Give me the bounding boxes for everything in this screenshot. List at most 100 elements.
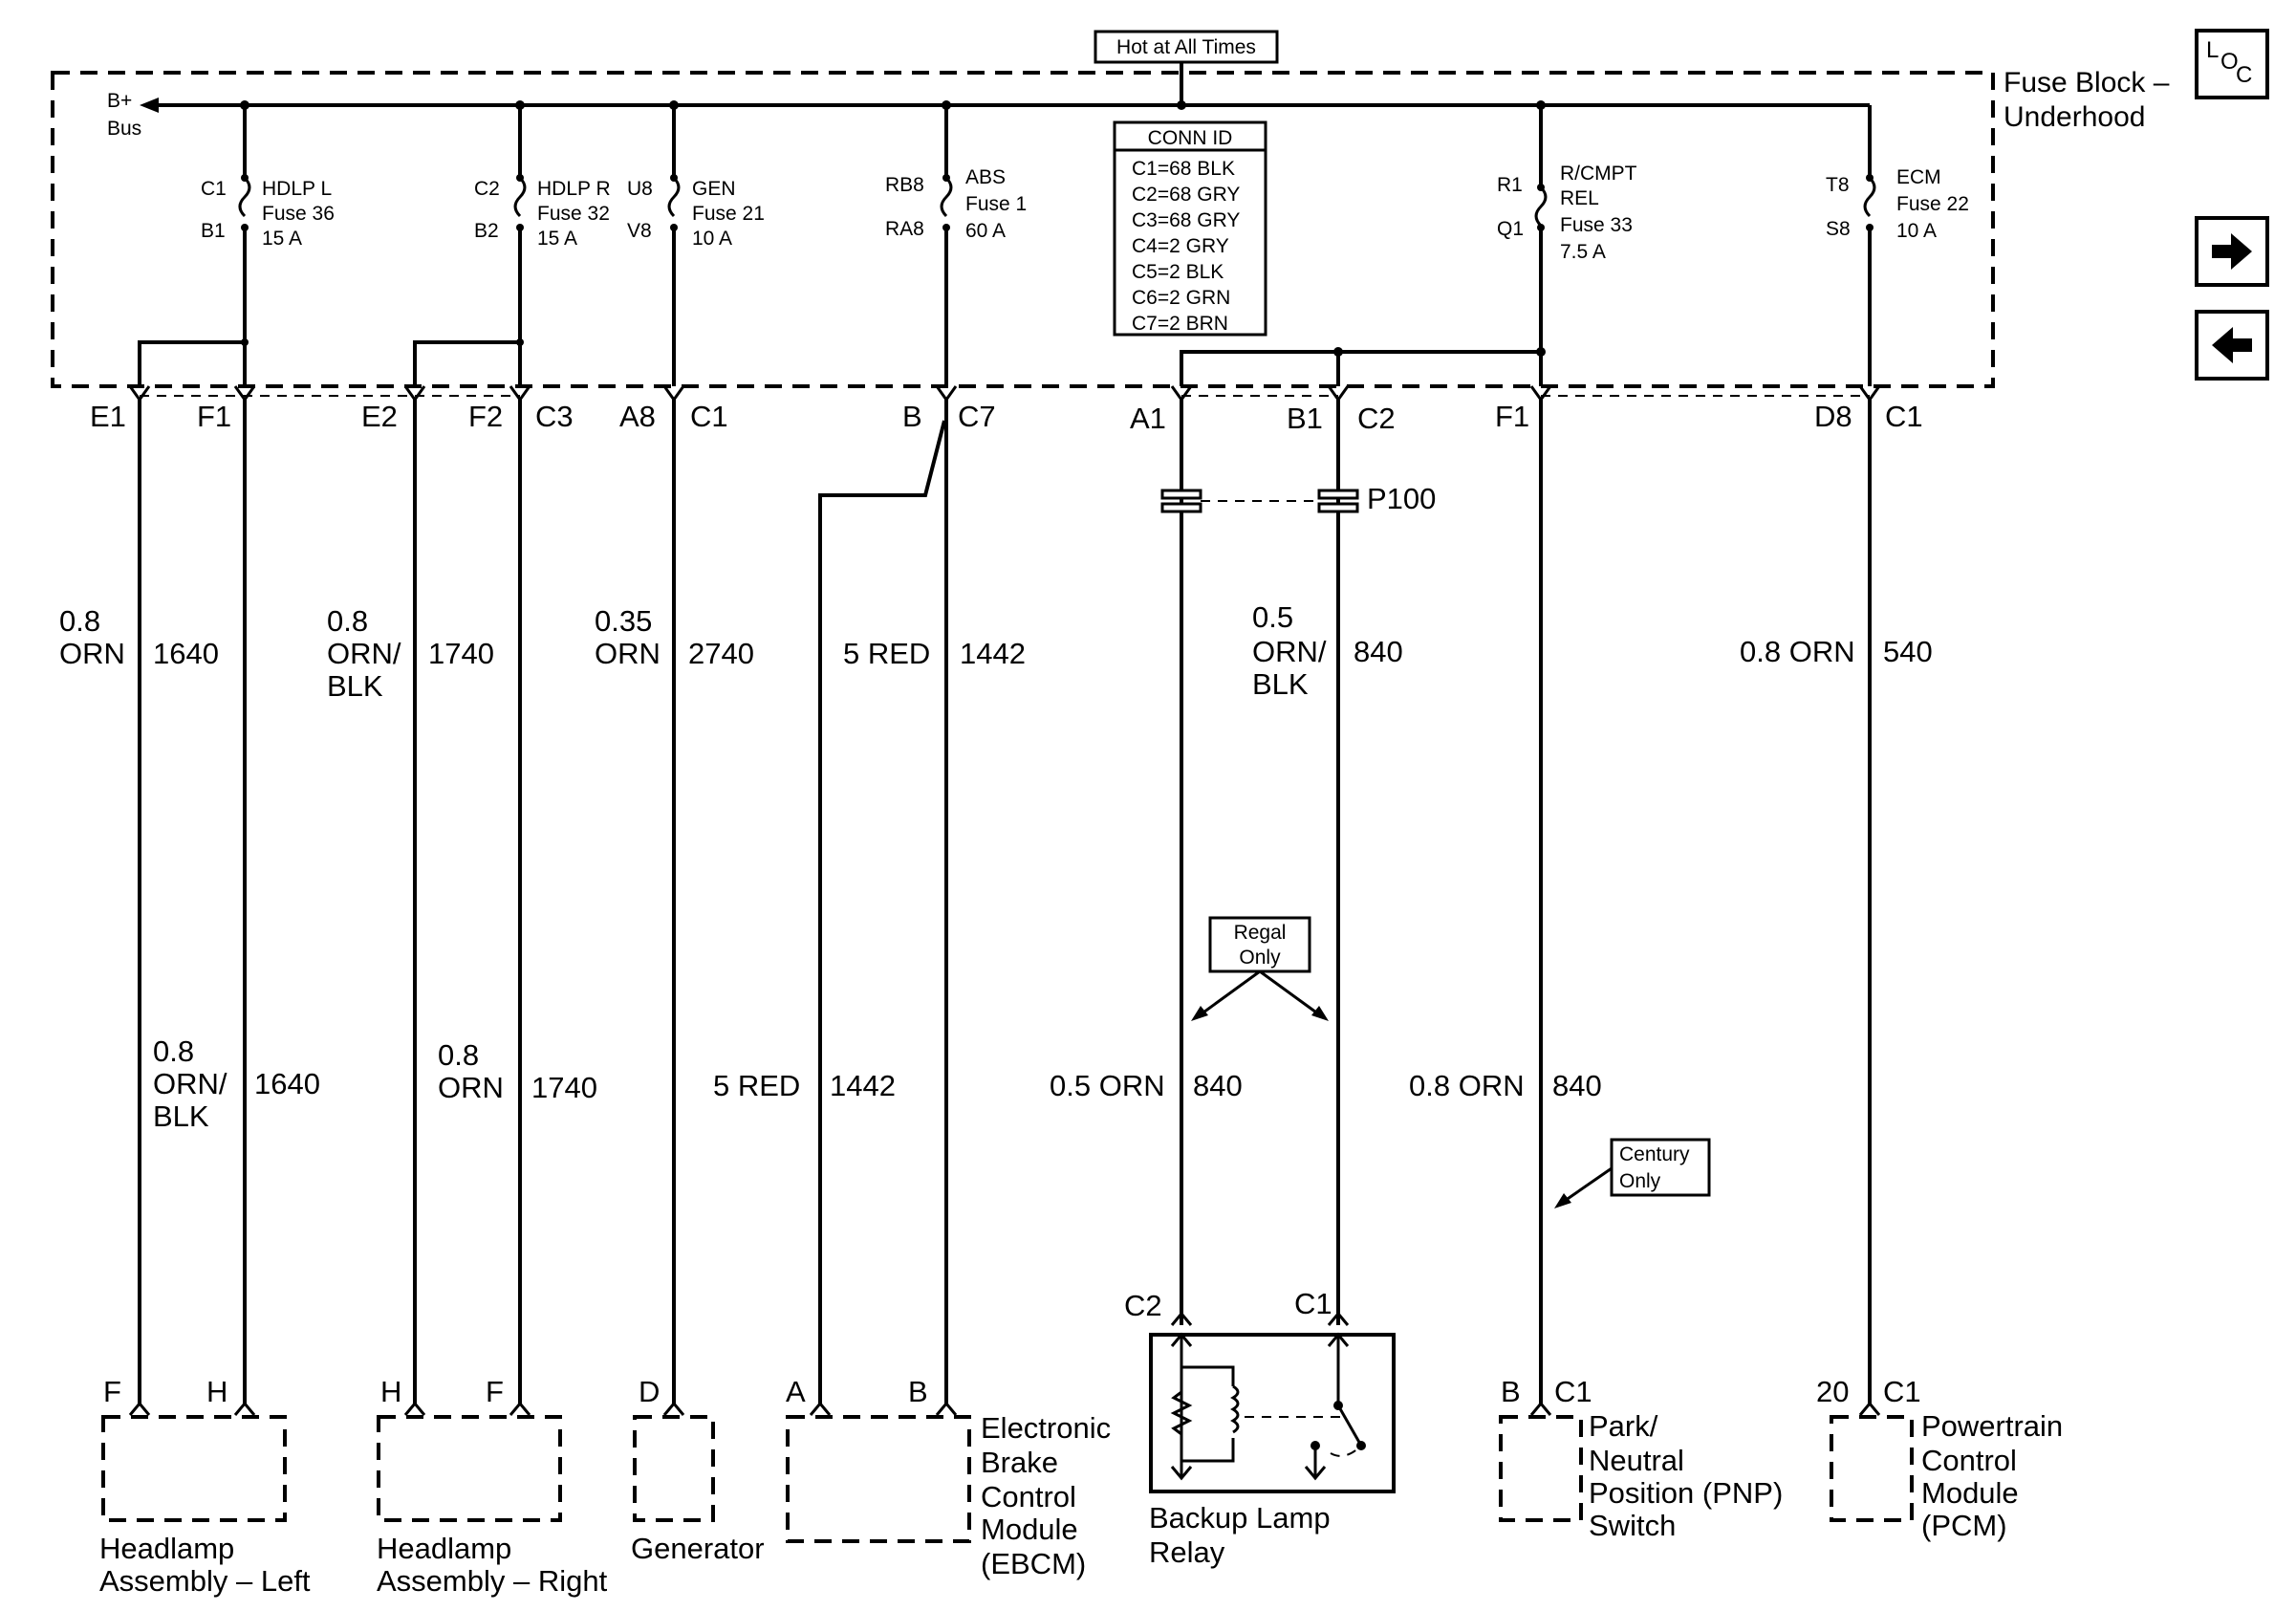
fuse-block-underhood [51,71,1995,388]
svg-text:20: 20 [1816,1375,1849,1408]
svg-text:H: H [206,1375,227,1408]
svg-text:B2: B2 [474,220,499,242]
svg-text:H: H [380,1375,401,1408]
svg-text:15 A: 15 A [537,228,577,250]
svg-text:E2: E2 [361,400,398,433]
svg-text:L: L [2206,37,2219,63]
fuse-abs: RB8 RA8 ABS Fuse 1 60 A [885,105,1027,386]
svg-text:C3=68 GRY: C3=68 GRY [1132,209,1240,231]
svg-text:C7: C7 [958,400,996,433]
svg-text:Century: Century [1619,1143,1690,1165]
hot-at-all-times-label: Hot at All Times [1116,36,1256,58]
svg-text:0.5 ORN: 0.5 ORN [1050,1069,1165,1102]
svg-text:E1: E1 [90,400,126,433]
svg-text:1740: 1740 [428,637,494,670]
arrow-right-icon [2212,233,2252,270]
svg-text:ORN: ORN [438,1071,504,1104]
bus-label: Bus [107,118,141,140]
b-plus-arrow-icon [140,98,159,113]
svg-text:540: 540 [1883,635,1933,668]
svg-text:Fuse 36: Fuse 36 [262,203,335,225]
note-century-only: Century Only [1554,1138,1711,1208]
svg-text:P100: P100 [1367,482,1436,515]
svg-text:Powertrain: Powertrain [1921,1409,2063,1443]
svg-text:BLK: BLK [327,669,383,703]
svg-text:GEN: GEN [692,178,736,200]
svg-text:A1: A1 [1130,402,1166,435]
svg-text:C1: C1 [690,400,728,433]
previous-page-button[interactable] [2195,310,2269,381]
svg-text:1442: 1442 [960,637,1026,670]
svg-text:Switch: Switch [1589,1509,1676,1542]
svg-text:B: B [902,400,922,433]
svg-text:15 A: 15 A [262,228,302,250]
svg-text:D: D [639,1375,660,1408]
svg-text:F1: F1 [197,400,231,433]
svg-text:840: 840 [1193,1069,1243,1102]
fuse-block-label: Underhood [2004,101,2145,133]
conn-id-table: CONN ID C1=68 BLK C2=68 GRY C3=68 GRY C4… [1113,120,1267,337]
svg-text:(PCM): (PCM) [1921,1509,2007,1542]
svg-text:0.35: 0.35 [595,604,652,638]
svg-text:Headlamp: Headlamp [99,1532,234,1565]
svg-text:1640: 1640 [254,1067,320,1100]
fuse-gen: U8 V8 GEN Fuse 21 10 A [627,105,765,386]
note-regal-only: Regal Only [1191,916,1329,1021]
svg-text:C1: C1 [1883,1375,1921,1408]
svg-text:ABS: ABS [965,166,1006,188]
svg-text:F: F [103,1375,121,1408]
svg-text:A: A [786,1375,806,1408]
svg-text:B: B [1501,1375,1521,1408]
svg-text:ORN/: ORN/ [327,637,401,670]
svg-text:C3: C3 [535,400,574,433]
svg-text:REL: REL [1560,187,1599,209]
svg-text:Position (PNP): Position (PNP) [1589,1476,1783,1510]
svg-text:ORN: ORN [595,637,661,670]
svg-text:Headlamp: Headlamp [377,1532,511,1565]
svg-text:0.5: 0.5 [1252,600,1293,634]
pnp-switch: B C1 Park/ Neutral Position (PNP) Switch [1499,1375,1783,1542]
svg-text:60 A: 60 A [965,220,1006,242]
fuse-block-label: Fuse Block – [2004,67,2170,98]
svg-text:C2: C2 [474,178,500,200]
svg-text:Assembly – Right: Assembly – Right [377,1564,608,1598]
block-connector-chevrons [128,385,1881,403]
svg-text:Control: Control [981,1480,1076,1513]
svg-text:C1: C1 [1885,400,1923,433]
svg-text:Fuse 21: Fuse 21 [692,203,765,225]
svg-text:Regal: Regal [1234,922,1287,944]
fuse-hdlp-l: C1 B1 HDLP L Fuse 36 15 A [138,105,335,386]
svg-text:Backup Lamp: Backup Lamp [1149,1501,1331,1535]
svg-text:C2: C2 [1124,1289,1162,1322]
svg-text:1442: 1442 [830,1069,896,1102]
svg-text:CONN ID: CONN ID [1148,127,1233,149]
svg-text:0.8 ORN: 0.8 ORN [1409,1069,1525,1102]
svg-text:B1: B1 [1287,402,1323,435]
svg-text:0.8: 0.8 [327,604,368,638]
svg-text:O: O [2220,49,2239,75]
svg-text:ORN/: ORN/ [153,1067,227,1100]
svg-text:5 RED: 5 RED [843,637,930,670]
b-plus-label: B+ [107,90,132,112]
svg-text:S8: S8 [1826,218,1851,240]
svg-text:Neutral: Neutral [1589,1444,1684,1477]
svg-text:Generator: Generator [631,1532,765,1565]
svg-text:C5=2 BLK: C5=2 BLK [1132,261,1224,283]
svg-text:T8: T8 [1826,174,1850,196]
pcm: 20 C1 Powertrain Control Module (PCM) [1816,1375,2063,1542]
next-page-button[interactable] [2195,216,2269,287]
svg-text:Only: Only [1619,1170,1661,1192]
loc-button[interactable]: L O C [2195,29,2269,99]
svg-text:HDLP L: HDLP L [262,178,332,200]
svg-text:840: 840 [1354,635,1403,668]
wires [138,400,1872,1404]
svg-text:10 A: 10 A [692,228,732,250]
svg-text:R/CMPT: R/CMPT [1560,163,1637,185]
svg-text:C6=2 GRN: C6=2 GRN [1132,287,1230,309]
svg-text:C1: C1 [1294,1287,1332,1320]
svg-text:F2: F2 [468,400,503,433]
svg-text:RA8: RA8 [885,218,924,240]
svg-text:Q1: Q1 [1497,218,1524,240]
svg-text:(EBCM): (EBCM) [981,1547,1086,1580]
